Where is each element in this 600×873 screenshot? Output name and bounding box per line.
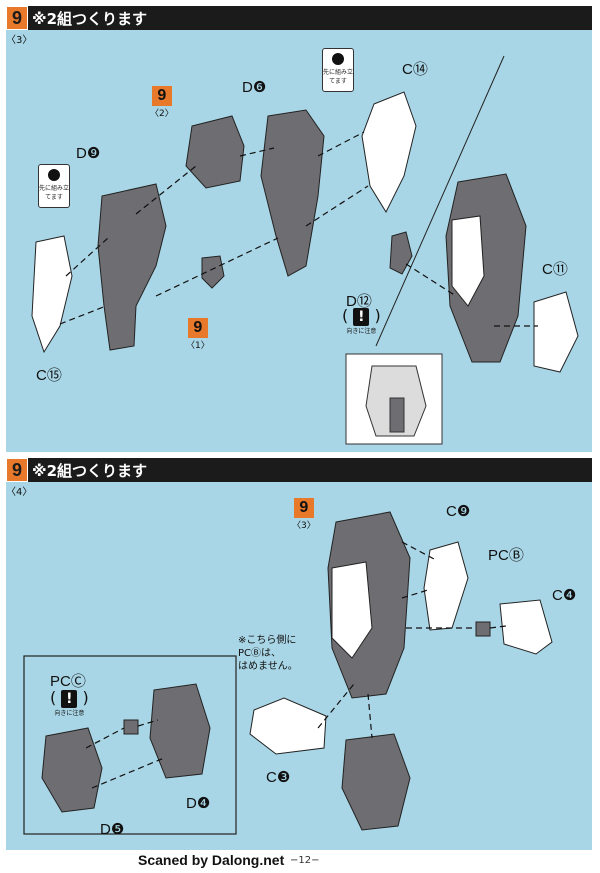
part-label-d5: D❺	[100, 821, 125, 838]
assembly-guides-top	[59, 131, 538, 327]
ref-step-9-3: 9 〈3〉	[292, 498, 316, 531]
part-label-d4: D❹	[186, 795, 211, 812]
assembly-diagram-top	[31, 55, 579, 445]
preassemble-icon	[48, 169, 60, 181]
ref-step-9-2: 9 〈2〉	[150, 86, 174, 119]
part-label-c11: C⑪	[542, 261, 568, 278]
step-panel-bottom: 9 ※2組つくります 〈4〉	[6, 458, 592, 850]
assembly-guides-inset	[85, 719, 165, 789]
part-label-pcc: PCⒸ	[50, 673, 86, 690]
part-label-d9: D❾	[76, 145, 101, 162]
part-label-d12: D⑫	[346, 293, 372, 310]
detail-inset-slot	[389, 397, 405, 433]
part-d6-shape	[260, 109, 325, 277]
part-label-c3: C❸	[266, 769, 291, 786]
step-panel-top: 9 ※2組つくります 〈3〉	[6, 6, 592, 452]
part-c9-shape	[423, 541, 469, 631]
part-label-c14: C⑭	[402, 61, 428, 78]
preassemble-note-2: 先に組み立てます	[38, 164, 70, 208]
subassembly-inset-box	[23, 655, 237, 835]
scan-credit: Scaned by Dalong.net	[138, 852, 285, 868]
preassemble-note-1: 先に組み立てます	[322, 48, 354, 92]
part-c14-shape	[361, 91, 417, 214]
orientation-caution: ( ! ) 向きに注意	[342, 306, 381, 335]
orientation-caution: ( ! ) 向きに注意	[50, 688, 89, 717]
part-c15-shape	[31, 235, 73, 354]
part-block-shape	[185, 115, 245, 189]
step-header: 9 ※2組つくります	[6, 6, 592, 30]
step-number-badge: 9	[6, 458, 28, 482]
exclamation-icon: !	[353, 308, 370, 326]
assembly-guides-bottom	[317, 541, 507, 739]
ref-step-9-1: 9 〈1〉	[186, 318, 210, 351]
part-pcb-shape	[475, 621, 491, 637]
step-title: ※2組つくります	[32, 10, 148, 28]
part-d4-shape	[149, 683, 211, 779]
part-label-pcb: PCⒷ	[488, 547, 524, 564]
step-sub-number: 〈3〉	[6, 35, 33, 46]
step-header: 9 ※2組つくります	[6, 458, 592, 482]
part-pcc-shape	[123, 719, 139, 735]
step-sub-number: 〈4〉	[6, 487, 33, 498]
part-label-c4: C❹	[552, 587, 577, 604]
part-c3-shape	[249, 697, 327, 755]
part-c4-shape	[499, 599, 553, 655]
part-d5-shape	[41, 727, 103, 813]
assembly-diagram-bottom	[23, 511, 553, 835]
part-label-c15: C⑮	[36, 367, 62, 384]
part-label-c9: C❾	[446, 503, 471, 520]
assembled-leg-armor	[451, 215, 485, 307]
pcb-note: ※こちら側に PCⒷは、 はめません。	[238, 635, 298, 672]
step-title: ※2組つくります	[32, 462, 148, 480]
part-c11-shape	[533, 291, 579, 373]
exclamation-icon: !	[61, 690, 78, 708]
page-number: −12−	[290, 855, 320, 866]
assembled-leg-armor	[331, 561, 373, 659]
step-number-badge: 9	[6, 6, 28, 30]
part-d12-shape	[389, 231, 413, 275]
preassemble-icon	[332, 53, 344, 65]
part-foot-shape	[341, 733, 411, 831]
part-d9-shape	[97, 183, 167, 351]
part-label-d6: D❻	[242, 79, 267, 96]
